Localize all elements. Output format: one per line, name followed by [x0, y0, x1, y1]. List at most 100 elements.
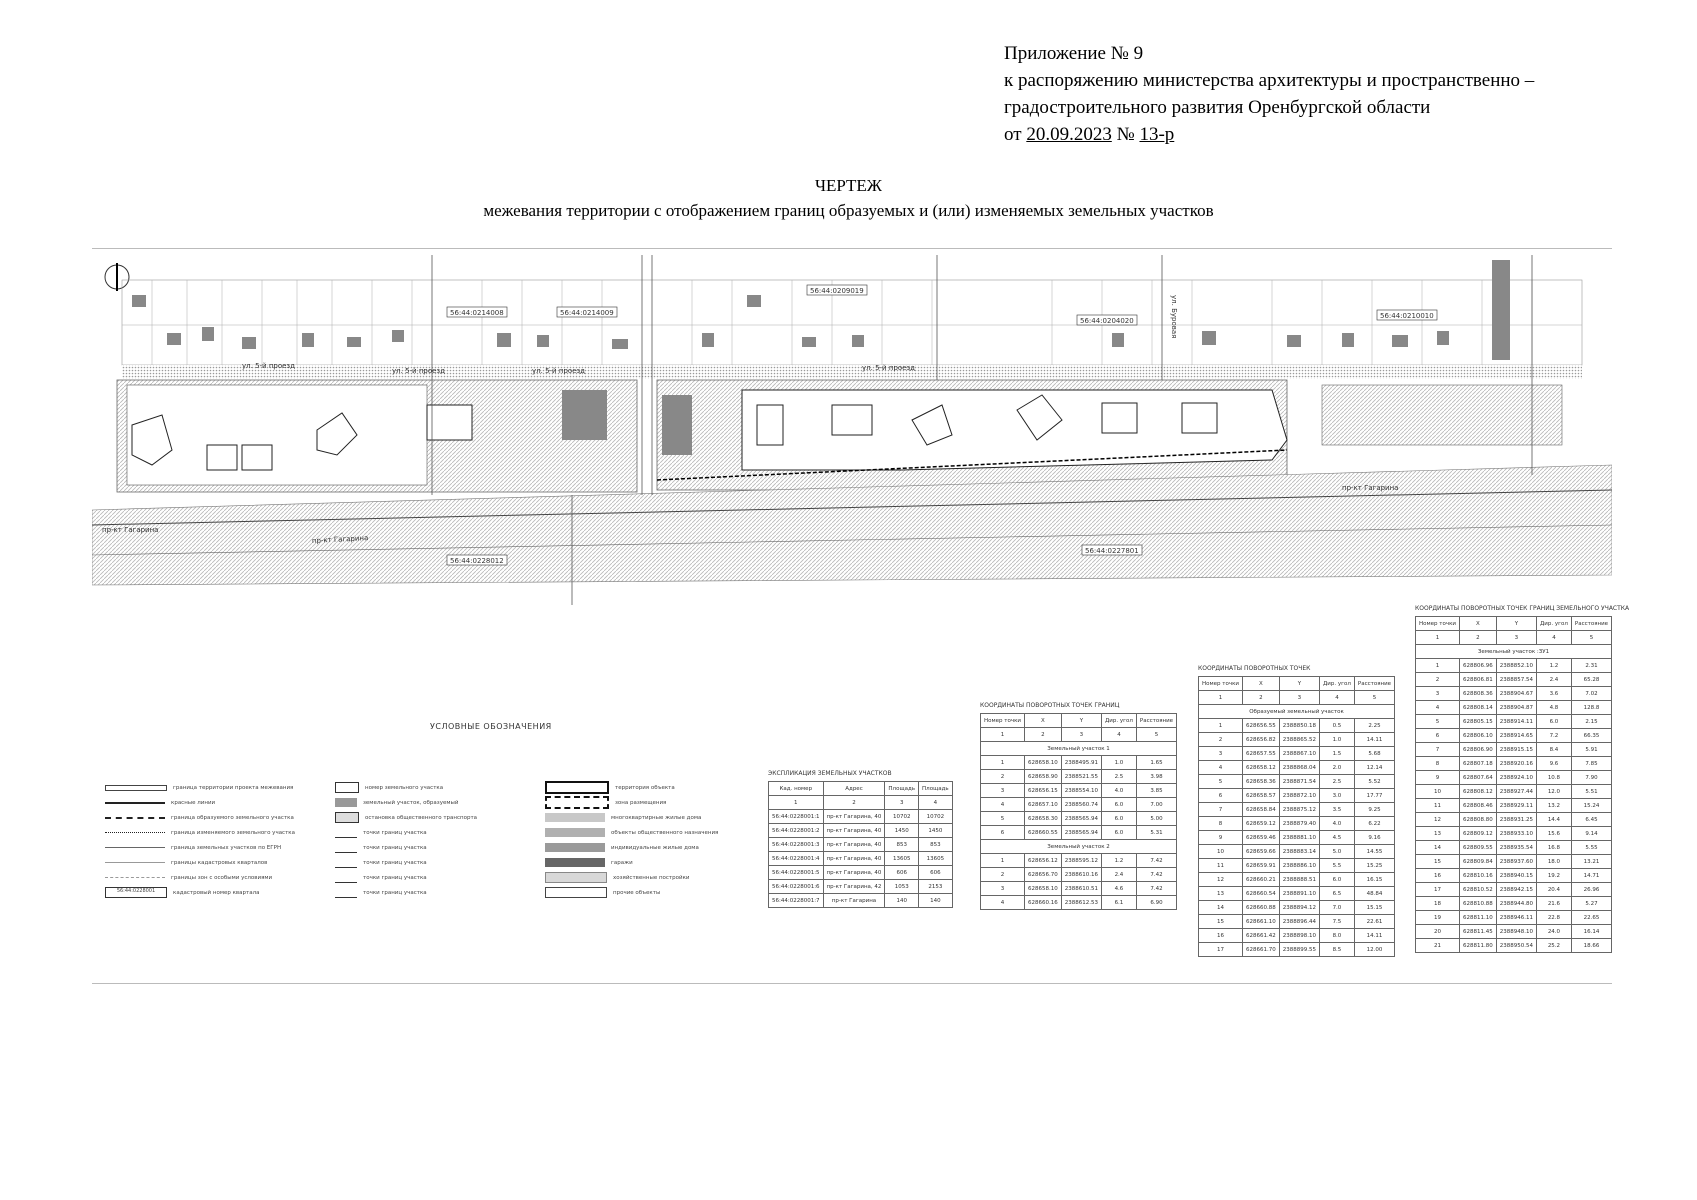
- table-cell: 5.55: [1570, 840, 1613, 855]
- table-cell: 1.65: [1135, 755, 1178, 770]
- table-cell: 15: [1415, 854, 1460, 869]
- svg-text:56:44:0204020: 56:44:0204020: [1080, 317, 1134, 325]
- table-cell: 628660.16: [1024, 895, 1062, 910]
- table-cell: 16: [1415, 868, 1460, 883]
- table-cell: 2388554.10: [1060, 783, 1103, 798]
- table-cell: 16.8: [1536, 840, 1572, 855]
- table-cell: 9.14: [1570, 826, 1613, 841]
- survey-drawing: ул. 5-й проезд ул. 5-й проезд ул. 5-й пр…: [92, 255, 1612, 605]
- table-cell: 12.00: [1353, 942, 1396, 957]
- table-cell: пр-кт Гагарина, 40: [822, 809, 886, 824]
- table-cell: 6.0: [1101, 825, 1137, 840]
- table-cell: 10702: [918, 809, 953, 824]
- table-cell: 628658.57: [1242, 788, 1280, 803]
- table-cell: 13: [1415, 826, 1460, 841]
- table-cell: 3.6: [1536, 686, 1572, 701]
- table-cell: 8: [1415, 756, 1460, 771]
- table-cell: 628656.82: [1242, 732, 1280, 747]
- table-cell: 606: [884, 865, 920, 880]
- table-cell: 3: [980, 783, 1025, 798]
- table-cell: 2388565.94: [1060, 811, 1103, 826]
- table-cell: 628806.90: [1459, 742, 1497, 757]
- table-cell: 10: [1198, 844, 1243, 859]
- table-group-label: Образуемый земельный участок: [1197, 704, 1396, 719]
- table-cell: 2388852.10: [1495, 658, 1538, 673]
- annex-line-3: градостроительного развития Оренбургской…: [1004, 97, 1431, 118]
- table-cell: 628810.88: [1459, 896, 1497, 911]
- table-cell: 9.16: [1353, 830, 1396, 845]
- table-cell: 2388940.15: [1495, 868, 1538, 883]
- table-cell: 20.4: [1536, 882, 1572, 897]
- legend-col-3: территория объекта зона размещения много…: [545, 780, 765, 900]
- table-cell: 2388595.12: [1060, 853, 1103, 868]
- table-cell: 1053: [884, 879, 920, 894]
- table-cell: 628811.45: [1459, 924, 1497, 939]
- table-cell: 9: [1198, 830, 1243, 845]
- table-cell: 628659.12: [1242, 816, 1280, 831]
- table-cell: 2388937.60: [1495, 854, 1538, 869]
- table-cell: 2388927.44: [1495, 784, 1538, 799]
- table-cell: 628806.10: [1459, 728, 1497, 743]
- table-cell: 6.22: [1353, 816, 1396, 831]
- annex-line-4: от 20.09.2023 № 13-р: [1004, 124, 1175, 145]
- table-cell: 7.42: [1135, 881, 1178, 896]
- table-cell: 6.0: [1101, 811, 1137, 826]
- table-cell: 7: [1415, 742, 1460, 757]
- table-cell: 5: [980, 811, 1025, 826]
- table-cell: 2.4: [1101, 867, 1137, 882]
- legend-col-2: номер земельного участка земельный участ…: [335, 780, 515, 900]
- street-label: пр-кт Гагарина: [312, 534, 369, 545]
- table-cell: 628658.84: [1242, 802, 1280, 817]
- table-cell: 15.6: [1536, 826, 1572, 841]
- table-cell: пр-кт Гагарина, 40: [822, 851, 886, 866]
- table-cell: 1.0: [1101, 755, 1137, 770]
- table-cell: 5.31: [1135, 825, 1178, 840]
- table-cell: 7.42: [1135, 853, 1178, 868]
- table-cell: 5.68: [1353, 746, 1396, 761]
- table-cell: 1: [980, 853, 1025, 868]
- table-cell: 5.0: [1319, 844, 1355, 859]
- table-cell: 56:44:0228001:1: [768, 809, 824, 824]
- table-cell: 628657.55: [1242, 746, 1280, 761]
- table-cell: 628659.91: [1242, 858, 1280, 873]
- table-cell: 2388495.91: [1060, 755, 1103, 770]
- table-cell: 7.85: [1570, 756, 1613, 771]
- table-cell: 19: [1415, 910, 1460, 925]
- table-cell: 2388914.65: [1495, 728, 1538, 743]
- table-cell: 4.0: [1319, 816, 1355, 831]
- table-cell: 3: [1415, 686, 1460, 701]
- table-cell: 2388521.55: [1060, 769, 1103, 784]
- table-cell: 628809.12: [1459, 826, 1497, 841]
- table-cell: 56:44:0228001:6: [768, 879, 824, 894]
- table-cell: 56:44:0228001:3: [768, 837, 824, 852]
- street-label: пр-кт Гагарина: [1342, 484, 1398, 492]
- table-cell: 1: [980, 755, 1025, 770]
- table-cell: 5.27: [1570, 896, 1613, 911]
- table-cell: 15.25: [1353, 858, 1396, 873]
- north-arrow-icon: [104, 263, 130, 291]
- table-cell: 7.02: [1570, 686, 1613, 701]
- table-cell: 19.2: [1536, 868, 1572, 883]
- table-cell: 7.00: [1135, 797, 1178, 812]
- table-cell: 12: [1198, 872, 1243, 887]
- block-west: [116, 379, 638, 493]
- table-cell: 2: [980, 769, 1025, 784]
- table-cell: 6.0: [1319, 872, 1355, 887]
